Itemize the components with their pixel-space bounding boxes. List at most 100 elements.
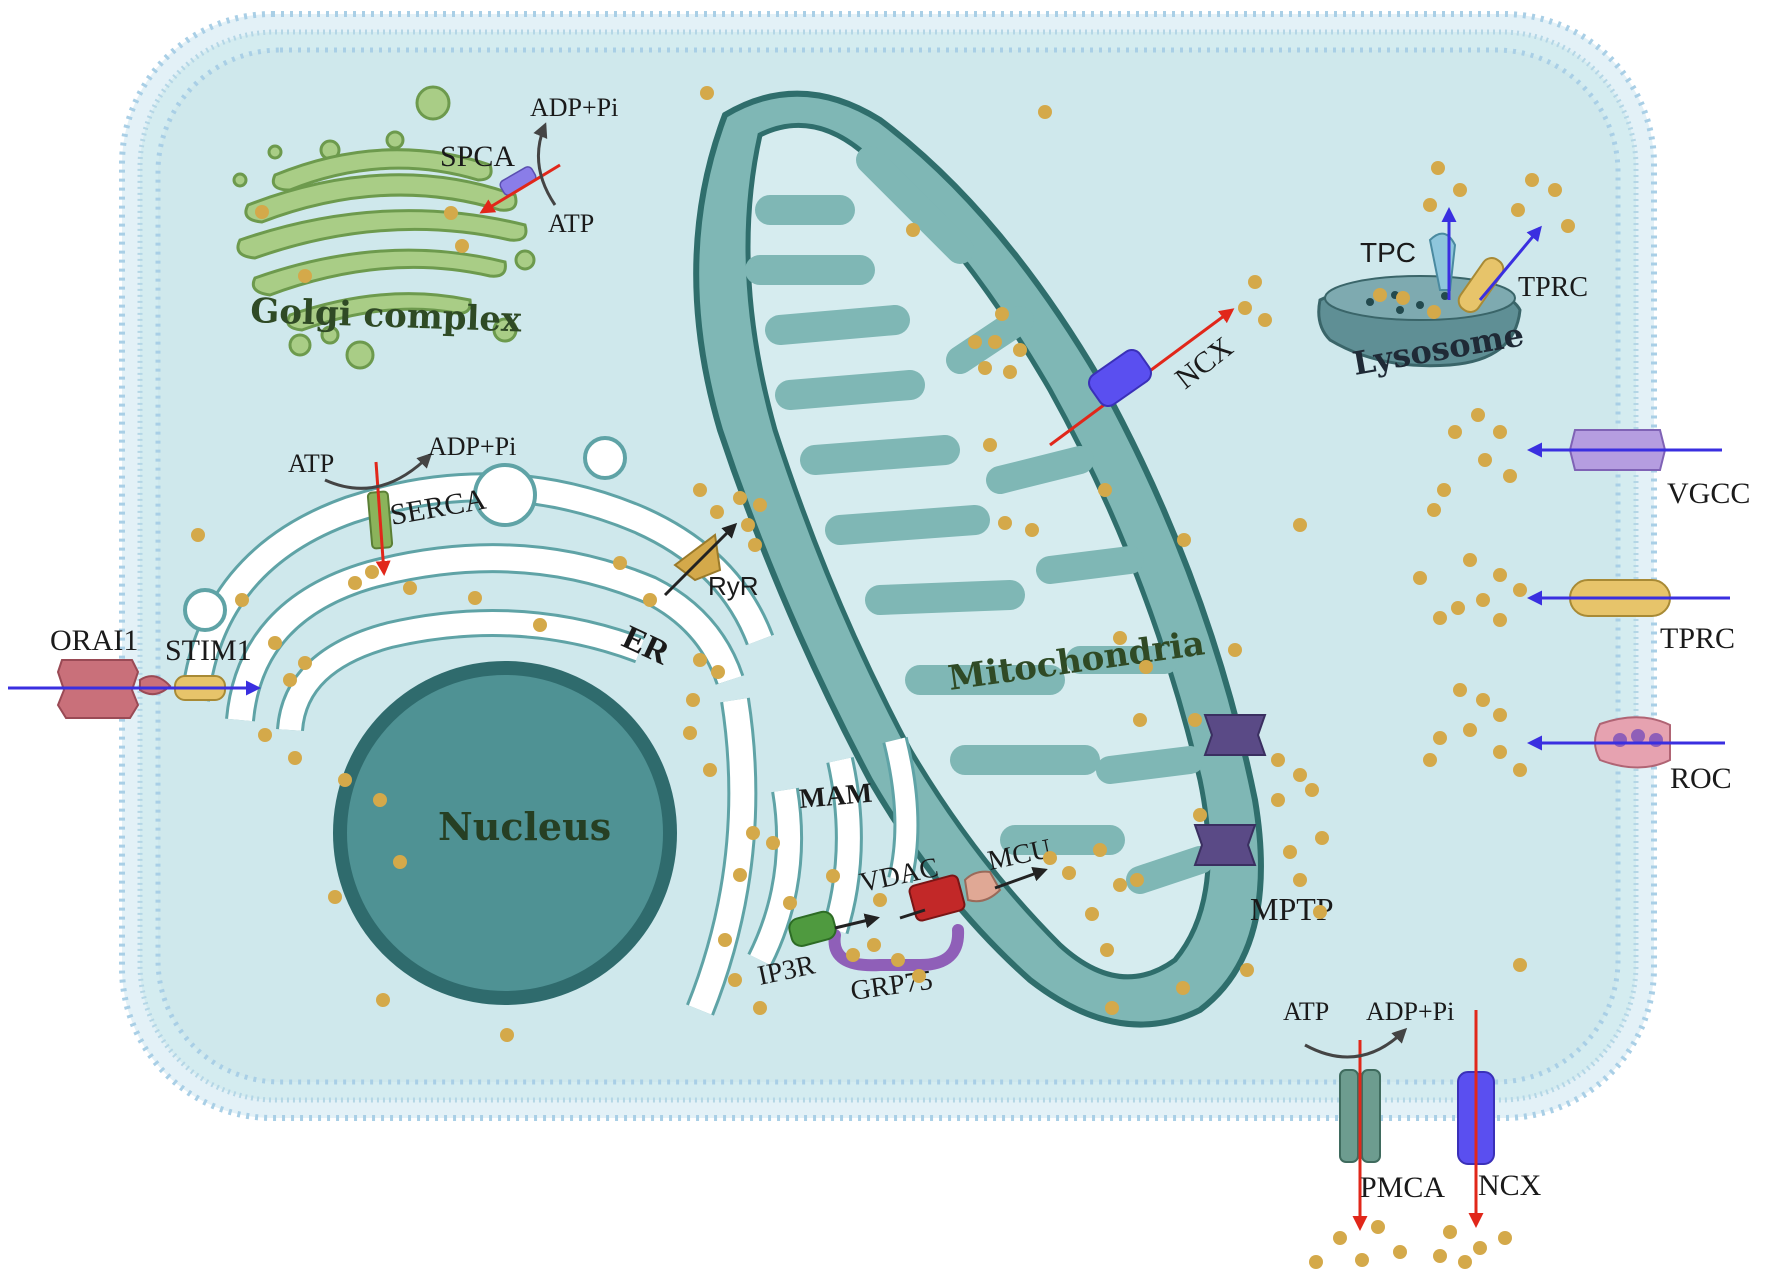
calcium-ion (718, 933, 732, 947)
pmca-adp-label: ADP+Pi (1366, 997, 1454, 1026)
calcium-ion (700, 86, 714, 100)
calcium-ion (328, 890, 342, 904)
calcium-ion (1476, 693, 1490, 707)
calcium-ion (1458, 1255, 1472, 1269)
calcium-ion (891, 953, 905, 967)
stim1-label: STIM1 (165, 634, 252, 667)
calcium-ion (1313, 905, 1327, 919)
golgi-adp-label: ADP+Pi (530, 93, 618, 122)
calcium-ion (1561, 219, 1575, 233)
calcium-ion (1396, 291, 1410, 305)
pmca-atp-label: ATP (1283, 997, 1329, 1026)
calcium-ion (906, 223, 920, 237)
calcium-ion (613, 556, 627, 570)
calcium-ion (1433, 731, 1447, 745)
pmca-label: PMCA (1360, 1171, 1445, 1204)
calcium-ion (741, 518, 755, 532)
ryr-channel (663, 522, 738, 597)
calcium-ion (1513, 583, 1527, 597)
calcium-ion (1293, 768, 1307, 782)
calcium-ion (288, 751, 302, 765)
mitochondria (693, 90, 1264, 1028)
calcium-ion (1433, 1249, 1447, 1263)
mam-label: MAM (798, 778, 874, 815)
calcium-ion (1098, 483, 1112, 497)
calcium-ion (1443, 1225, 1457, 1239)
calcium-ion (1393, 1245, 1407, 1259)
pm-ncx-exchanger (1457, 1010, 1495, 1228)
calcium-ion (1427, 503, 1441, 517)
calcium-ion (500, 1028, 514, 1042)
calcium-ion (1423, 198, 1437, 212)
calcium-ion (348, 576, 362, 590)
roc-label: ROC (1670, 762, 1732, 795)
calcium-ion (1493, 613, 1507, 627)
calcium-ion (255, 205, 269, 219)
calcium-ion (728, 973, 742, 987)
calcium-ion (1038, 105, 1052, 119)
calcium-ion (1433, 611, 1447, 625)
calcium-ion (1113, 878, 1127, 892)
calcium-ion (1513, 763, 1527, 777)
calcium-ion (1451, 601, 1465, 615)
calcium-ion (191, 528, 205, 542)
vgcc-label: VGCC (1667, 477, 1750, 510)
calcium-ion (746, 826, 760, 840)
calcium-ion (1193, 808, 1207, 822)
calcium-ion (978, 361, 992, 375)
calcium-ion (995, 307, 1009, 321)
calcium-ion (1176, 981, 1190, 995)
calcium-ion (468, 591, 482, 605)
calcium-ion (693, 483, 707, 497)
golgi-atp-label: ATP (548, 209, 594, 238)
calcium-ion (1548, 183, 1562, 197)
nucleus (333, 661, 677, 1005)
mito-ncx-exchanger (1049, 308, 1235, 447)
calcium-ion (1283, 845, 1297, 859)
calcium-ion (235, 593, 249, 607)
calcium-ion (710, 505, 724, 519)
calcium-ion (683, 726, 697, 740)
calcium-ion (826, 869, 840, 883)
calcium-ion (283, 673, 297, 687)
calcium-ion (403, 581, 417, 595)
spca-pump (479, 122, 561, 214)
calcium-ion (1431, 161, 1445, 175)
roc-channel (1527, 716, 1725, 769)
calcium-ion (1513, 958, 1527, 972)
calcium-ion (376, 993, 390, 1007)
pm-ncx-label: NCX (1478, 1169, 1542, 1202)
calcium-ion (1478, 453, 1492, 467)
calcium-ion (1043, 851, 1057, 865)
golgi-label: Golgi complex (250, 291, 523, 340)
calcium-ion (703, 763, 717, 777)
calcium-ion (1525, 173, 1539, 187)
calcium-ion (988, 335, 1002, 349)
calcium-ion (1413, 571, 1427, 585)
calcium-ion (733, 868, 747, 882)
calcium-ion (444, 206, 458, 220)
vgcc-channel (1527, 429, 1722, 471)
calcium-ion (1013, 343, 1027, 357)
calcium-ion (1085, 907, 1099, 921)
calcium-ion (533, 618, 547, 632)
calcium-ion (867, 938, 881, 952)
calcium-ion (753, 1001, 767, 1015)
calcium-ion (258, 728, 272, 742)
calcium-ion (268, 636, 282, 650)
golgi-complex (232, 85, 536, 370)
calcium-ion (733, 491, 747, 505)
calcium-ion (1473, 1241, 1487, 1255)
calcium-ion (373, 793, 387, 807)
calcium-ion (1113, 631, 1127, 645)
calcium-ion (1271, 753, 1285, 767)
calcium-ion (1503, 469, 1517, 483)
calcium-ion (1139, 660, 1153, 674)
calcium-ion (1493, 708, 1507, 722)
calcium-ion (783, 896, 797, 910)
calcium-ion (298, 656, 312, 670)
serca-atp-label: ATP (288, 449, 334, 478)
calcium-ion (998, 516, 1012, 530)
calcium-ions (191, 86, 1575, 1269)
calcium-ion (686, 693, 700, 707)
